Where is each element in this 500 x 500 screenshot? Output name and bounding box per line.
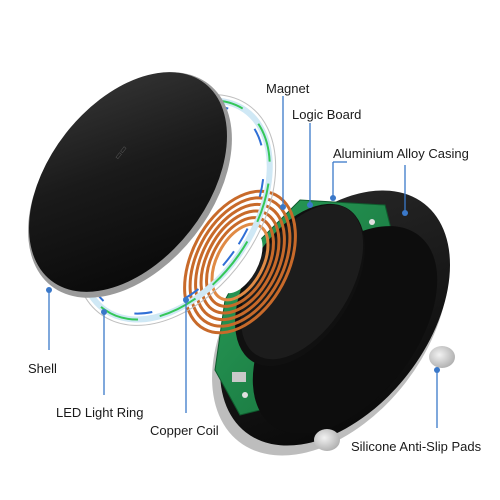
label-anti-slip-pads: Silicone Anti-Slip Pads [351, 439, 482, 454]
callout-lines [46, 96, 440, 428]
label-shell: Shell [28, 361, 57, 376]
label-magnet: Magnet [266, 81, 310, 96]
label-aluminium-casing: Aluminium Alloy Casing [333, 146, 469, 161]
label-logic-board: Logic Board [292, 107, 362, 122]
shell: ▭▭ [28, 72, 232, 298]
silicone-pads [314, 346, 455, 451]
label-copper-coil: Copper Coil [150, 423, 219, 438]
label-led-ring: LED Light Ring [56, 405, 144, 420]
